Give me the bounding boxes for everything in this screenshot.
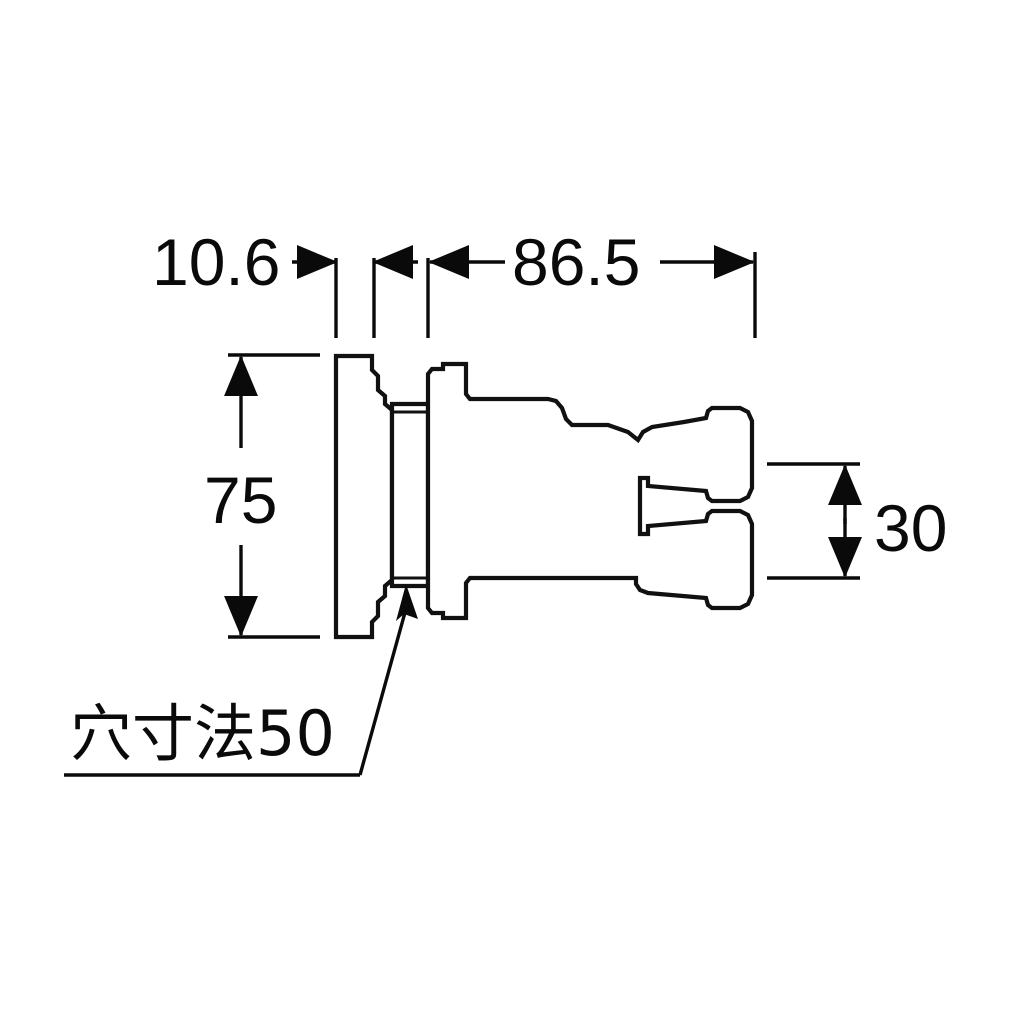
dimension-label-75: 75 (204, 463, 277, 537)
dimension-30: 30 (767, 462, 947, 580)
annotation-leader-line (358, 597, 411, 776)
dimension-label-86-5: 86.5 (512, 225, 640, 299)
dimension-10-6: 10.6 (152, 225, 418, 338)
dimension-label-10-6: 10.6 (152, 225, 280, 299)
annotation-label-hole-size: 穴寸法50 (70, 697, 335, 770)
annotation-hole-size: 穴寸法50 (64, 584, 418, 777)
part-geometry (333, 353, 755, 640)
main-body-outline (425, 361, 755, 621)
flange-plate-outline (333, 353, 395, 640)
shank-neck-outline (389, 401, 431, 589)
dimension-86-5: 86.5 (426, 225, 757, 338)
dimension-75: 75 (204, 353, 320, 639)
dimension-label-30: 30 (874, 491, 947, 565)
annotation-leader-arrowhead (396, 584, 418, 621)
